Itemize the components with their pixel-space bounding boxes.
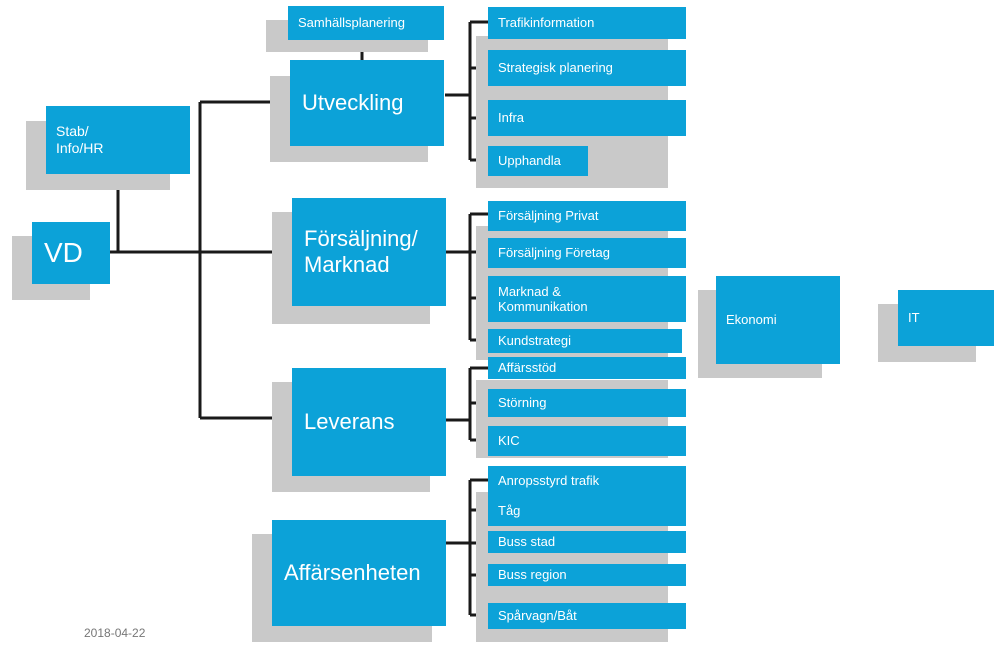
unit-infra[interactable]: Infra — [488, 100, 686, 136]
utveckling-box[interactable]: Utveckling — [290, 60, 444, 146]
utveckling-label: Utveckling — [302, 90, 404, 116]
unit-strategisk-planering[interactable]: Strategisk planering — [488, 50, 686, 86]
unit-upphandla[interactable]: Upphandla — [488, 146, 588, 176]
ekonomi-label: Ekonomi — [726, 312, 777, 328]
samhallsplanering-label: Samhällsplanering — [298, 15, 405, 31]
vd-box[interactable]: VD — [32, 222, 110, 284]
unit-label: Buss stad — [498, 534, 556, 550]
unit-label: Affärsstöd — [498, 360, 557, 376]
unit-label: Upphandla — [498, 153, 561, 169]
unit-label: Buss region — [498, 567, 567, 583]
unit-storning[interactable]: Störning — [488, 389, 686, 417]
unit-label: Försäljning Företag — [498, 245, 610, 261]
unit-tag[interactable]: Tåg — [488, 496, 686, 526]
unit-buss-region[interactable]: Buss region — [488, 564, 686, 586]
unit-label: Störning — [498, 395, 547, 411]
unit-affarsstod[interactable]: Affärsstöd — [488, 357, 686, 379]
forsaljning-marknad-box[interactable]: Försäljning/ Marknad — [292, 198, 446, 306]
unit-label: Tåg — [498, 503, 521, 519]
bracket-leverans — [446, 366, 488, 442]
affarsenheten-box[interactable]: Affärsenheten — [272, 520, 446, 626]
unit-forsaljning-foretag[interactable]: Försäljning Företag — [488, 238, 686, 268]
unit-label: KIC — [498, 433, 520, 449]
unit-forsaljning-privat[interactable]: Försäljning Privat — [488, 201, 686, 231]
unit-sparvagn-bat[interactable]: Spårvagn/Båt — [488, 603, 686, 629]
unit-kic[interactable]: KIC — [488, 426, 686, 456]
stab-info-hr-box[interactable]: Stab/ Info/HR — [46, 106, 190, 174]
vd-label: VD — [44, 237, 83, 269]
unit-label: Försäljning Privat — [498, 208, 599, 224]
unit-label: Strategisk planering — [498, 60, 613, 76]
forsaljning-marknad-label: Försäljning/ Marknad — [304, 226, 418, 277]
samhallsplanering-box[interactable]: Samhällsplanering — [288, 6, 444, 40]
unit-buss-stad[interactable]: Buss stad — [488, 531, 686, 553]
leverans-box[interactable]: Leverans — [292, 368, 446, 476]
unit-label: Anropsstyrd trafik — [498, 473, 600, 489]
unit-trafikinformation[interactable]: Trafikinformation — [488, 7, 686, 39]
unit-marknad-kommunikation[interactable]: Marknad & Kommunikation — [488, 276, 686, 322]
unit-label: Spårvagn/Båt — [498, 608, 577, 624]
it-label: IT — [908, 310, 920, 326]
it-box[interactable]: IT — [898, 290, 994, 346]
affarsenheten-label: Affärsenheten — [284, 560, 421, 586]
stab-info-hr-label: Stab/ Info/HR — [56, 123, 104, 156]
unit-kundstrategi[interactable]: Kundstrategi — [488, 329, 682, 353]
unit-anropsstyrd-trafik[interactable]: Anropsstyrd trafik — [488, 466, 686, 496]
unit-label: Marknad & Kommunikation — [498, 283, 588, 314]
unit-label: Trafikinformation — [498, 15, 595, 31]
ekonomi-box[interactable]: Ekonomi — [716, 276, 840, 364]
footer-date: 2018-04-22 — [84, 626, 146, 640]
unit-label: Infra — [498, 110, 525, 126]
leverans-label: Leverans — [304, 409, 395, 435]
unit-label: Kundstrategi — [498, 333, 571, 349]
